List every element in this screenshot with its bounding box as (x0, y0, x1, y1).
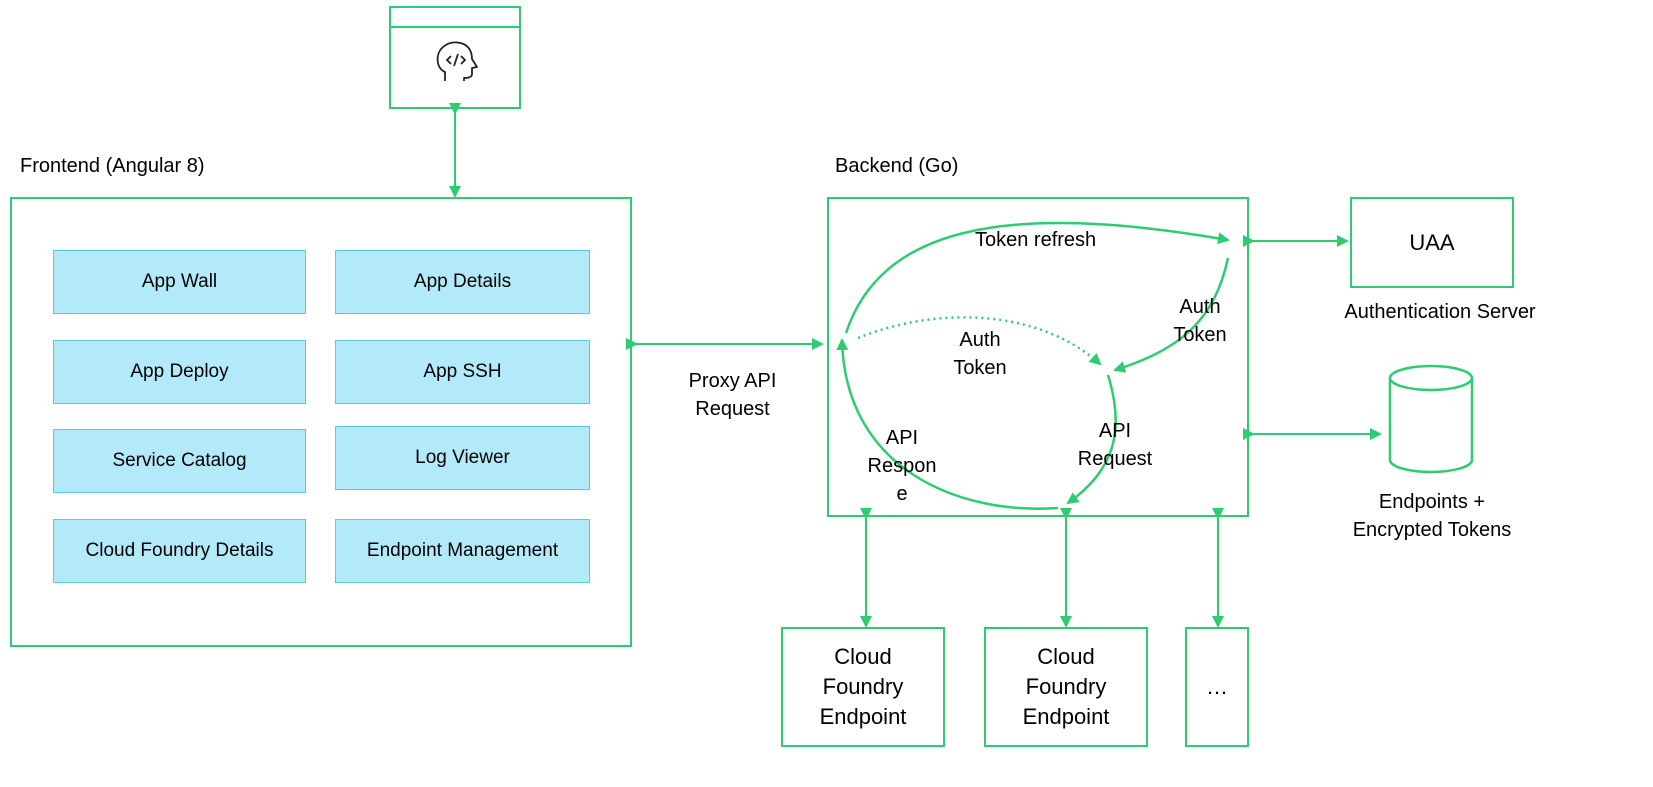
browser-title-bar (391, 26, 519, 28)
developer-head-icon (436, 41, 478, 81)
more-endpoints: … (1185, 627, 1249, 747)
frontend-container (10, 197, 632, 647)
module-endpoint-management: Endpoint Management (335, 519, 590, 583)
authentication-server-caption: Authentication Server (1344, 301, 1536, 323)
api-response-label: API Respon e (867, 427, 937, 505)
module-app-details: App Details (335, 250, 590, 314)
auth-token-right-flow (1113, 257, 1230, 373)
browser-window (389, 6, 521, 109)
uaa-box: UAA (1350, 197, 1514, 288)
proxy-api-request-label: Proxy API Request (688, 370, 777, 420)
module-service-catalog: Service Catalog (53, 429, 306, 493)
cloud-foundry-endpoint-2: Cloud Foundry Endpoint (984, 627, 1148, 747)
module-app-deploy: App Deploy (53, 340, 306, 404)
auth-token-center-label: Auth Token (953, 329, 1007, 379)
module-log-viewer: Log Viewer (335, 426, 590, 490)
module-app-ssh: App SSH (335, 340, 590, 404)
cloud-foundry-endpoint-1: Cloud Foundry Endpoint (781, 627, 945, 747)
token-refresh-flow (844, 221, 1230, 334)
backend-title: Backend (Go) (835, 155, 959, 177)
api-request-flow (1066, 374, 1117, 505)
auth-token-right-label: Auth Token (1173, 296, 1227, 346)
database-caption: Endpoints + Encrypted Tokens (1352, 491, 1512, 541)
module-cloud-foundry-details: Cloud Foundry Details (53, 519, 306, 583)
api-response-flow (836, 338, 1059, 510)
backend-container (827, 197, 1249, 517)
database-icon (1388, 364, 1474, 474)
module-app-wall: App Wall (53, 250, 306, 314)
uaa-label: UAA (1409, 229, 1455, 255)
frontend-title: Frontend (Angular 8) (20, 155, 205, 177)
token-refresh-label: Token refresh (975, 229, 1097, 251)
api-request-label: API Request (1077, 420, 1153, 470)
